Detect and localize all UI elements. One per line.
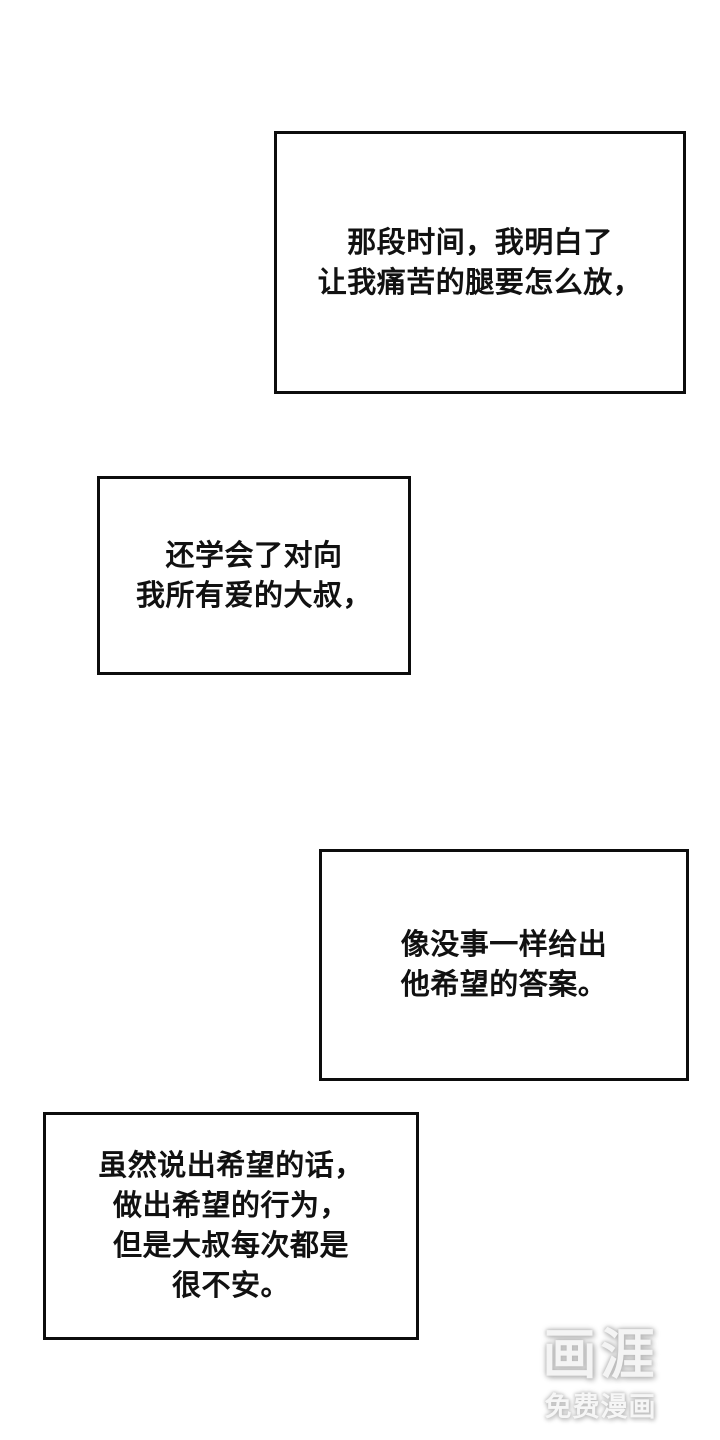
narration-text-line: 很不安。 — [171, 1270, 290, 1302]
narration-box-2: 还学会了对向 我所有爱的大叔， — [97, 476, 411, 675]
narration-text-line: 做出希望的行为， — [112, 1190, 349, 1222]
huaya-watermark-logo: 画涯 — [542, 1325, 659, 1385]
huaya-watermark: 画涯 免费漫画 — [533, 1326, 668, 1422]
huaya-watermark-subtitle: 免费漫画 — [544, 1392, 657, 1422]
narration-text-line: 但是大叔每次都是 — [112, 1230, 349, 1262]
narration-text-line: 还学会了对向 — [165, 539, 343, 572]
narration-text-line: 我所有爱的大叔， — [135, 579, 372, 612]
narration-box-1: 那段时间，我明白了 让我痛苦的腿要怎么放， — [274, 131, 686, 394]
narration-text-line: 虽然说出希望的话， — [98, 1150, 364, 1182]
narration-box-4: 虽然说出希望的话， 做出希望的行为， 但是大叔每次都是 很不安。 — [43, 1112, 419, 1340]
narration-text-line: 像没事一样给出 — [400, 929, 608, 961]
narration-box-3: 像没事一样给出 他希望的答案。 — [319, 849, 689, 1081]
narration-text-line: 让我痛苦的腿要怎么放， — [317, 266, 643, 299]
narration-text-line: 那段时间，我明白了 — [347, 226, 613, 259]
narration-text-line: 他希望的答案。 — [400, 969, 608, 1001]
